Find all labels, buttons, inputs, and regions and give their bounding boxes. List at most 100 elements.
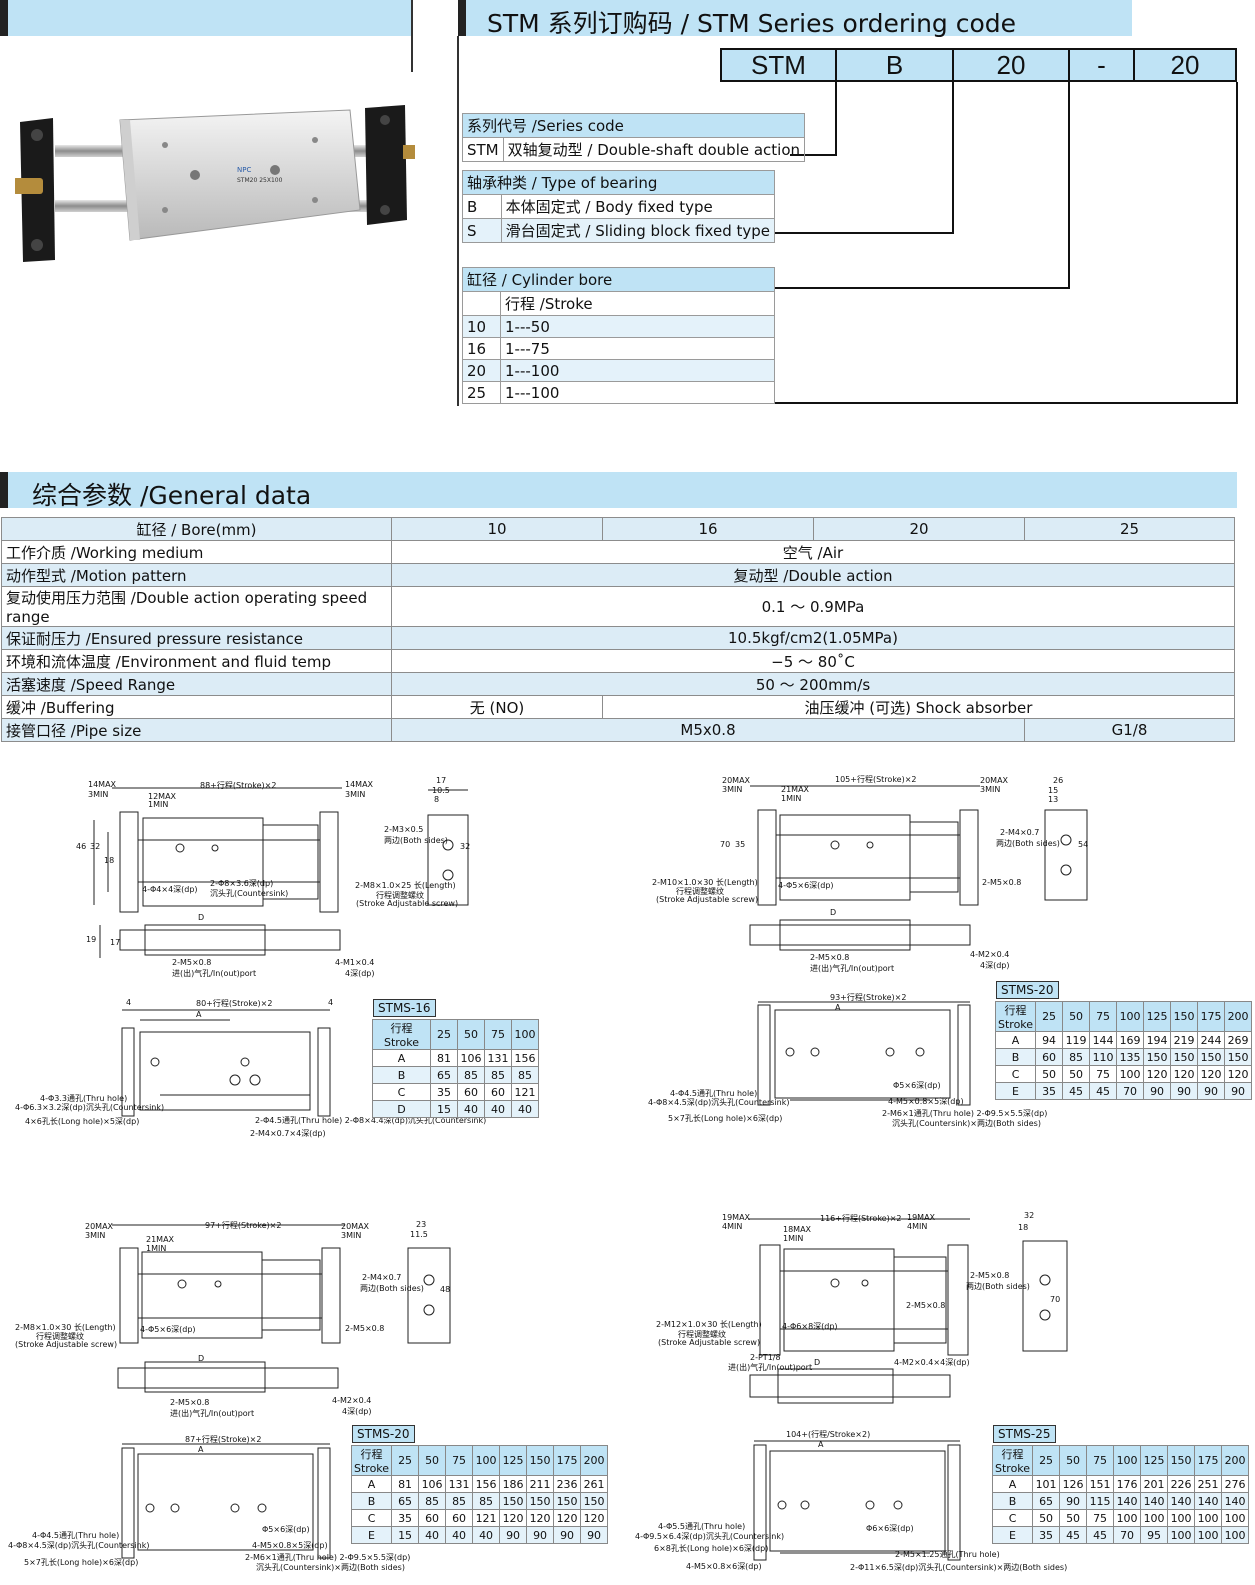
d16-top-dim: 88+行程(Stroke)×2 (200, 781, 277, 790)
stms20a-cell: 120 (1170, 1065, 1199, 1083)
d25-n6: 2-M5×0.8 (906, 1301, 946, 1310)
row-value-speed: 50 ～ 200mm/s (391, 672, 1235, 696)
stms16-cell: 40 (457, 1100, 485, 1118)
stms20b-cell: 40 (418, 1526, 447, 1544)
bearing-code-b: B (462, 194, 502, 219)
d20a-h1: 70 (720, 840, 731, 849)
stms25-cell: 201 (1140, 1475, 1169, 1493)
general-data-table: 缸径 / Bore(mm) 10 16 20 25 工作介质 /Working … (1, 517, 1235, 742)
d25-b4: 2-M5×1.25通孔(Thru hole) (895, 1550, 1000, 1559)
stms20a-cell: 194 (1143, 1031, 1172, 1049)
d16-n1: 2-M3×0.5 (384, 825, 424, 834)
d25-n1: 2-M5×0.8 (970, 1271, 1010, 1280)
d20a-n3: 4-Φ5×6深(dp) (778, 881, 834, 890)
stms25-cell: 176 (1113, 1475, 1142, 1493)
ordering-band-marker (458, 0, 466, 36)
d20a-a-label: A (835, 1003, 841, 1012)
bore-10: 10 (462, 315, 501, 338)
stms20a-cell: 25 (1035, 1001, 1064, 1032)
stms25-cell: 35 (1032, 1526, 1061, 1544)
ordering-left-rule (457, 36, 459, 406)
d20b-l1: 20MAX (85, 1222, 114, 1231)
stms20a-cell: 100 (1116, 1065, 1145, 1083)
stms16-cell: 100 (511, 1019, 539, 1050)
d25-side-a: 18 (1018, 1223, 1029, 1232)
d20a-b3: 5×7孔长(Long hole)×6深(dp) (668, 1114, 783, 1123)
stms20b-cell: 85 (418, 1492, 447, 1510)
d16-port-b: 进(出)气孔/In(out)port (172, 969, 257, 978)
d16-n2b: 沉头孔(Countersink) (210, 889, 289, 898)
stms20b-cell: 15 (391, 1526, 420, 1544)
d20b-n5b: 4深(dp) (342, 1407, 372, 1416)
d20a-b1: 4-Φ4.5通孔(Thru hole) (670, 1089, 758, 1098)
d16-b4: 2-Φ4.5通孔(Thru hole) 2-Φ8×4.4深(dp)沉头孔(Cou… (255, 1116, 487, 1125)
d16-d-label: D (198, 913, 205, 922)
stms20b-cell: 156 (472, 1475, 501, 1493)
d16-b3: 4×6孔长(Long hole)×5深(dp) (25, 1117, 140, 1126)
bore-20: 20 (462, 359, 501, 382)
stms25-cell: 200 (1221, 1445, 1250, 1476)
stms20a-cell: 50 (1062, 1065, 1091, 1083)
row-label-medium: 工作介质 /Working medium (1, 540, 392, 564)
stms20a-cell: 94 (1035, 1031, 1064, 1049)
d20a-b7: Φ5×6深(dp) (893, 1081, 941, 1090)
connector-bore-h (775, 287, 1070, 289)
d25-l3: 18MAX (783, 1225, 812, 1234)
stroke-20: 1---100 (500, 359, 775, 382)
stms20a-cell: A (994, 1031, 1037, 1049)
stms20a-cell: 150 (1170, 1001, 1199, 1032)
stms20b-cell: 150 (526, 1492, 555, 1510)
row-value-resistance: 10.5kgf/cm2(1.05MPa) (391, 626, 1235, 650)
d16-side-a: 10.5 (432, 786, 450, 795)
d25-n4b: 行程调整螺纹 (678, 1330, 726, 1339)
bore-25: 25 (462, 381, 501, 404)
d20a-n4b: 行程调整螺纹 (676, 887, 724, 896)
connector-bore-v (1068, 82, 1070, 289)
d25-bot-dim: 104+(行程/Stroke×2) (786, 1430, 871, 1439)
stms20a-cell: 150 (1197, 1048, 1226, 1066)
bearing-desc-b: 本体固定式 / Body fixed type (500, 194, 776, 219)
stms25-cell: 50 (1059, 1509, 1088, 1527)
connector-series-h (790, 154, 837, 156)
drawing-bore16-lines (93, 787, 469, 1117)
stms20a-cell: 244 (1197, 1031, 1226, 1049)
stms25-cell: 65 (1032, 1492, 1061, 1510)
d20a-n5b: 4深(dp) (980, 961, 1010, 970)
d20b-b1: 4-Φ4.5通孔(Thru hole) (32, 1531, 120, 1540)
d16-n5: 4-M1×0.4 (335, 958, 375, 967)
stms20a-cell: 135 (1116, 1048, 1145, 1066)
d16-side-b: 8 (434, 795, 440, 804)
stms20b-cell: 25 (391, 1445, 420, 1476)
stms25-cell: 45 (1086, 1526, 1115, 1544)
stms16-cell: 121 (511, 1083, 539, 1101)
stms16-title: STMS-16 (373, 999, 436, 1017)
stms25-cell: 100 (1113, 1509, 1142, 1527)
stms20b-cell: 90 (526, 1526, 555, 1544)
stms25-cell: 100 (1167, 1526, 1196, 1544)
top-left-band-marker (0, 0, 8, 36)
stroke-16: 1---75 (500, 337, 775, 360)
stms20a-cell: 120 (1143, 1065, 1172, 1083)
stms20a-cell: 120 (1197, 1065, 1226, 1083)
stms25-cell: 226 (1167, 1475, 1196, 1493)
d20a-b6: 4-M5×0.8×5深(dp) (888, 1097, 964, 1106)
d20a-n5: 4-M2×0.4 (970, 950, 1010, 959)
drawing-bore20b: 97+行程(Stroke)×2 20MAX 3MIN 21MAX 1MIN 20… (0, 1210, 620, 1585)
d20a-l4: 1MIN (781, 794, 802, 803)
stms25-cell: 45 (1059, 1526, 1088, 1544)
d20b-n3: 4-Φ5×6深(dp) (140, 1325, 196, 1334)
drawing-bore25-lines (748, 1218, 1068, 1561)
d20a-bot-dim: 93+行程(Stroke)×2 (830, 993, 907, 1002)
d20a-n1b: 两边(Both sides) (996, 839, 1060, 848)
d16-n4: 2-M8×1.0×25 长(Length) (355, 881, 456, 890)
series-header: 系列代号 /Series code (461, 113, 806, 138)
stms20a-cell: 269 (1224, 1031, 1253, 1049)
code-bore-box: 20 (952, 48, 1070, 82)
d25-side-h: 70 (1050, 1295, 1061, 1304)
stms20a-cell: 90 (1224, 1082, 1253, 1100)
ordering-band (458, 0, 1132, 36)
stms16-cell: B (372, 1066, 431, 1084)
